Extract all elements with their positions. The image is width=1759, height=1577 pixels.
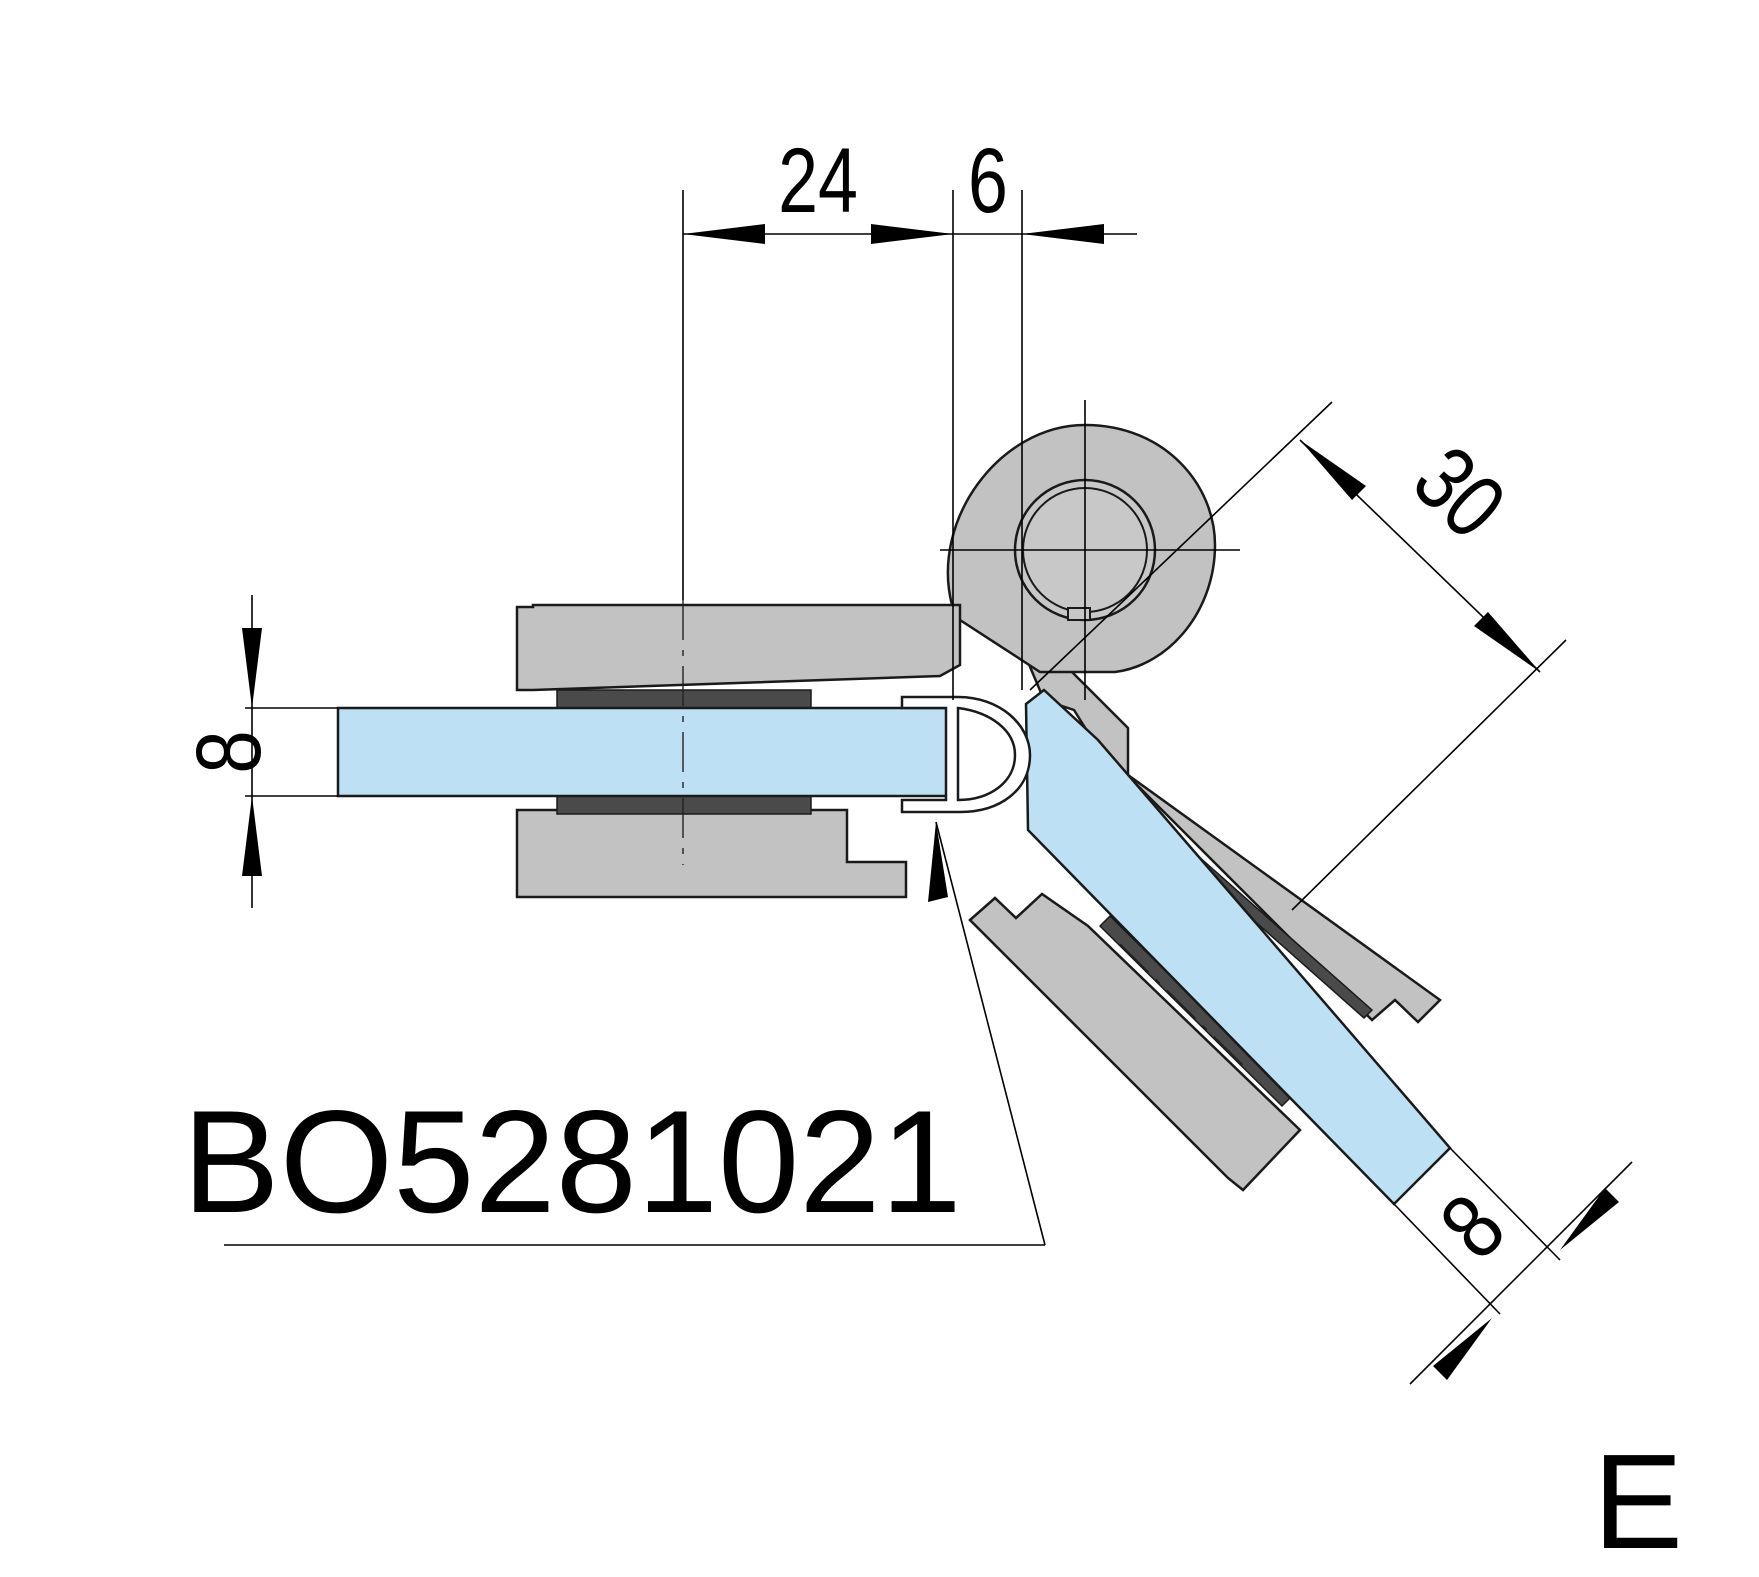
- left-pad-lower: [556, 795, 812, 815]
- left-pad-upper: [556, 689, 812, 709]
- rotated-clamp-plate-lower: [968, 892, 1302, 1192]
- dim-left-thickness-label: 8: [178, 730, 280, 773]
- left-fixed-assembly: [336, 600, 1032, 899]
- dimension-top: 24 6: [682, 129, 1137, 700]
- pivot-body: [946, 423, 1217, 674]
- dim-right-thickness-label: 8: [1421, 1175, 1524, 1278]
- rotated-centerline: [1119, 943, 1249, 1071]
- rotated-door-assembly: [968, 658, 1452, 1206]
- left-glass-pane: [336, 706, 952, 798]
- left-hinge-leaf-upper: [515, 603, 962, 692]
- part-leader: BO5281021: [182, 821, 1046, 1246]
- dim-top-width-label: 24: [778, 129, 858, 232]
- dim-diagonal-label: 30: [1395, 427, 1525, 558]
- edge-seal-bulb: [956, 706, 1017, 802]
- view-label: E: [1593, 1426, 1683, 1577]
- dimension-left-thickness: 8: [178, 595, 338, 908]
- dim-top-gap-label: 6: [968, 129, 1008, 232]
- part-number-label: BO5281021: [182, 1080, 961, 1243]
- pivot-pin-notch: [1067, 607, 1091, 621]
- rotated-hinge-leaf-upper: [1026, 658, 1442, 1024]
- dimension-right-thickness: 8: [1393, 1147, 1633, 1385]
- pivot-centerlines: [940, 400, 1240, 700]
- left-clamp-plate-lower: [515, 808, 908, 899]
